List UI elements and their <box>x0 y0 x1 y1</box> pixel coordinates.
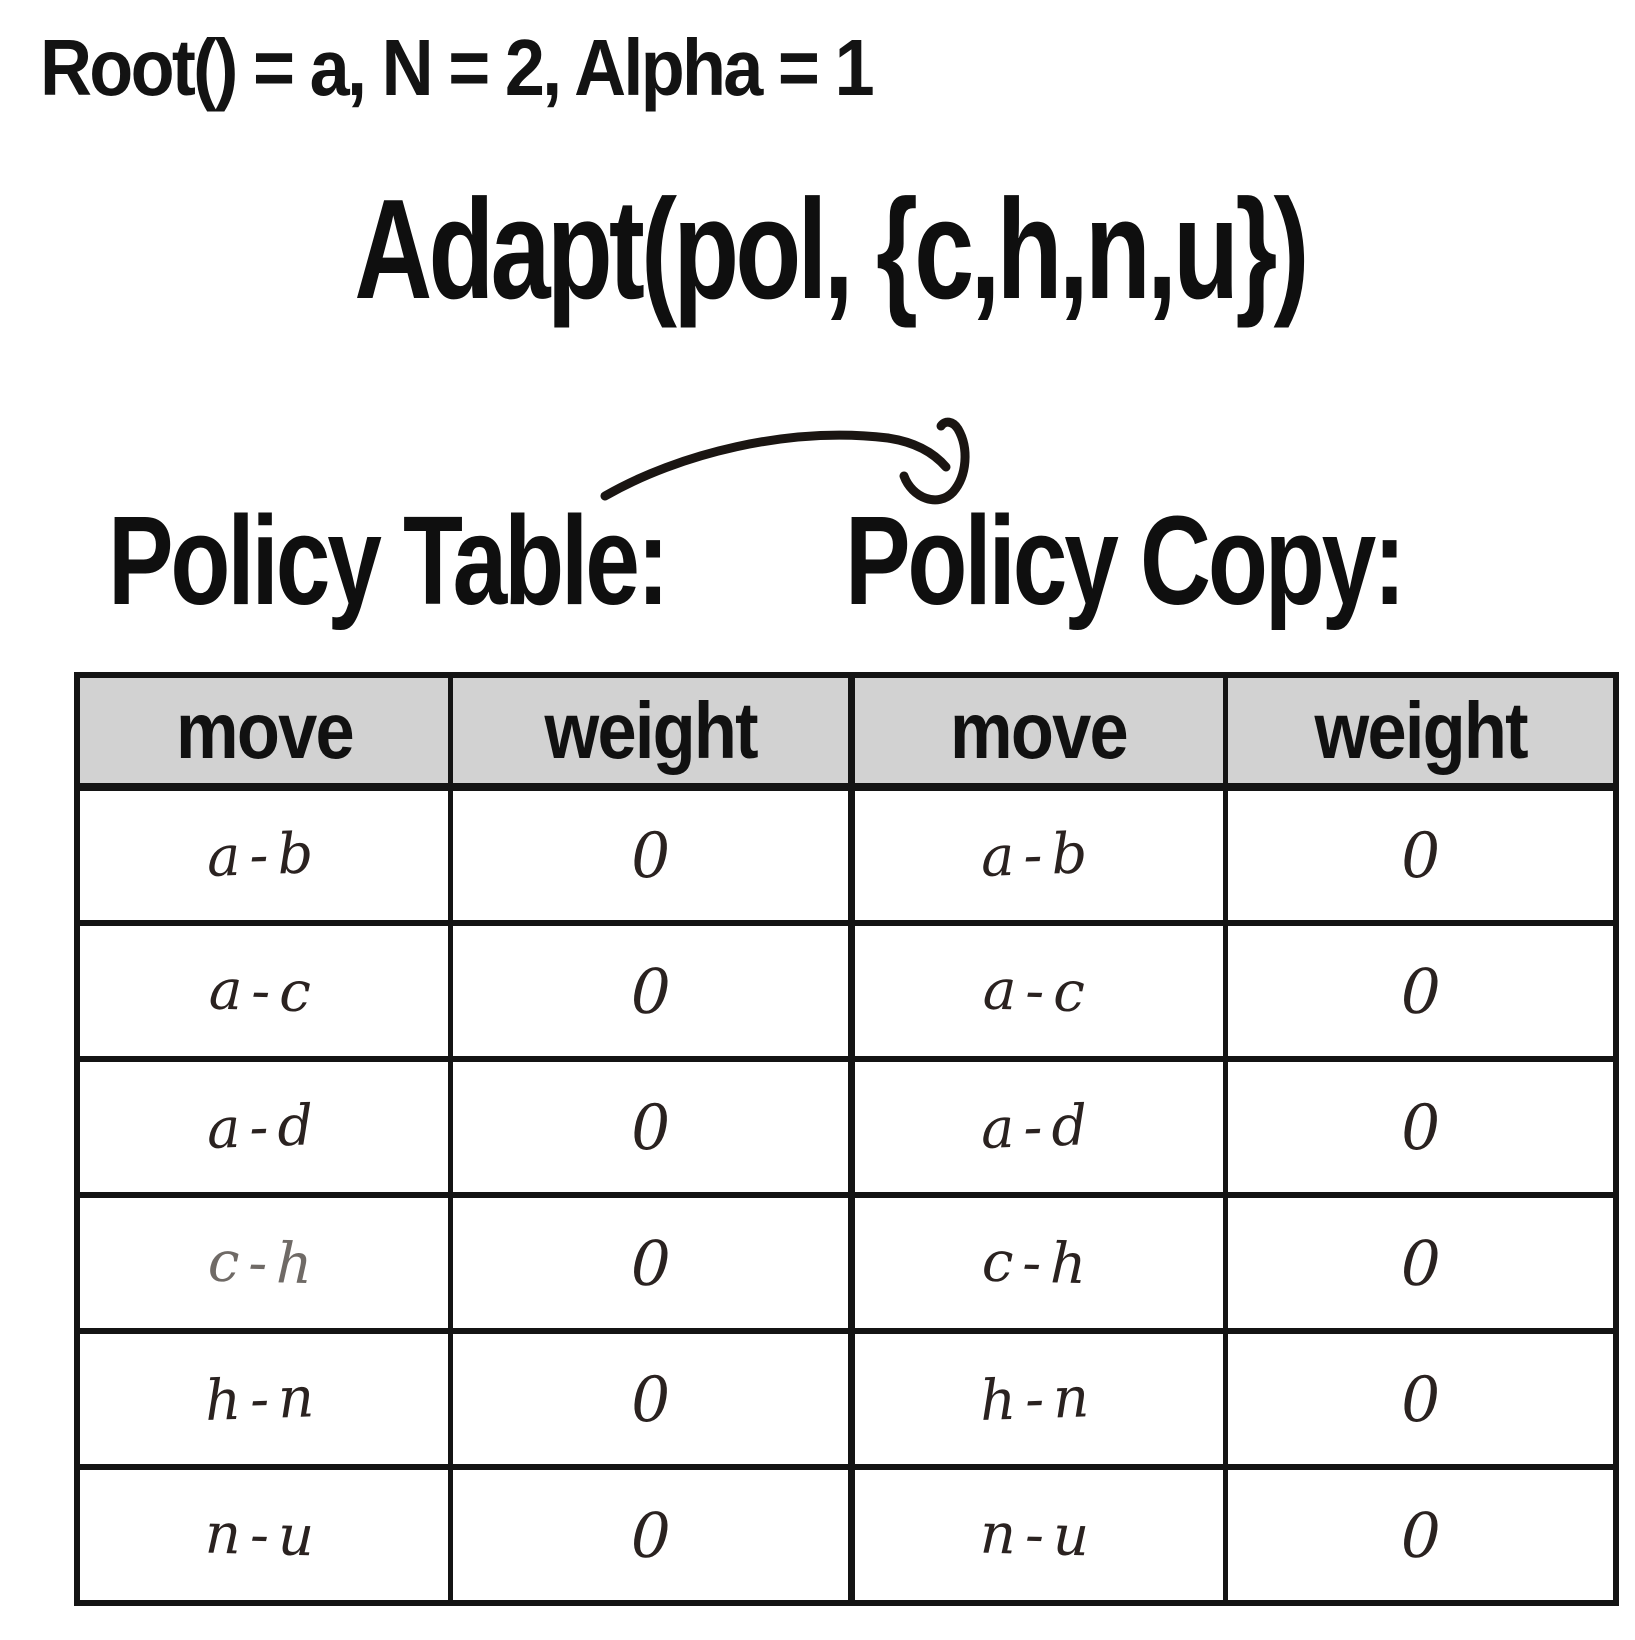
policy-tables: move weight move weight a-b 0 a-b 0 a-c … <box>74 672 1619 1606</box>
move-copy-cell: a-c <box>847 920 1228 1062</box>
adapt-call-title: Adapt(pol, {c,h,n,u}) <box>354 170 1309 329</box>
move-cell: h-n <box>74 1328 454 1470</box>
table-row: a-d 0 a-d 0 <box>74 1056 1619 1198</box>
table-row: c-h 0 c-h 0 <box>74 1192 1619 1334</box>
weight-copy-cell: 0 <box>1222 1192 1619 1334</box>
move-copy-cell: h-n <box>847 1328 1228 1470</box>
column-header-move-copy: move <box>847 672 1228 791</box>
table-row: n-u 0 n-u 0 <box>74 1464 1619 1606</box>
weight-cell: 0 <box>448 1464 854 1606</box>
move-cell: n-u <box>74 1464 454 1606</box>
policy-copy-label: Policy Copy: <box>845 490 1406 631</box>
move-copy-cell: a-d <box>847 1056 1228 1198</box>
weight-copy-cell: 0 <box>1222 1464 1619 1606</box>
weight-copy-cell: 0 <box>1222 920 1619 1062</box>
move-cell: c-h <box>74 1192 454 1334</box>
move-copy-cell: a-b <box>847 784 1228 926</box>
table-row: h-n 0 h-n 0 <box>74 1328 1619 1470</box>
move-cell: a-d <box>74 1056 454 1198</box>
move-cell: a-c <box>74 920 454 1062</box>
table-header-row: move weight move weight <box>74 672 1619 791</box>
move-cell: a-b <box>74 784 454 926</box>
weight-copy-cell: 0 <box>1222 1056 1619 1198</box>
weight-copy-cell: 0 <box>1222 784 1619 926</box>
parameters-text: Root() = a, N = 2, Alpha = 1 <box>40 23 875 112</box>
weight-copy-cell: 0 <box>1222 1328 1619 1470</box>
weight-cell: 0 <box>448 1192 854 1334</box>
table-row: a-b 0 a-b 0 <box>74 784 1619 926</box>
column-header-move: move <box>74 672 454 791</box>
table-row: a-c 0 a-c 0 <box>74 920 1619 1062</box>
column-header-weight: weight <box>448 672 854 791</box>
move-copy-cell: n-u <box>847 1464 1228 1606</box>
weight-cell: 0 <box>448 920 854 1062</box>
weight-cell: 0 <box>448 784 854 926</box>
weight-cell: 0 <box>448 1328 854 1470</box>
weight-cell: 0 <box>448 1056 854 1198</box>
column-header-weight-copy: weight <box>1222 672 1619 791</box>
policy-table-label: Policy Table: <box>108 490 670 631</box>
move-copy-cell: c-h <box>847 1192 1228 1334</box>
curved-arrow-icon <box>600 417 970 505</box>
